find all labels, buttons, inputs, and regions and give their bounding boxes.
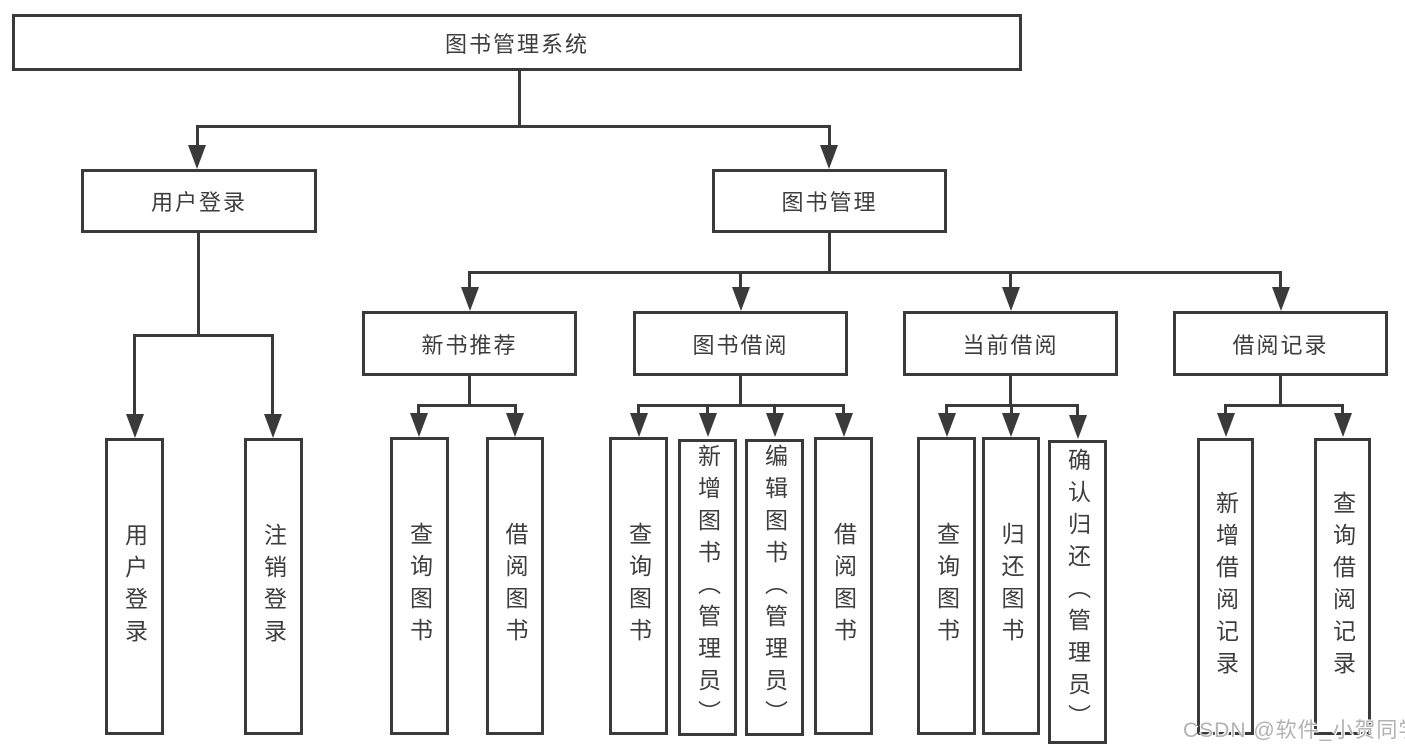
arrow-down-icon xyxy=(820,145,838,169)
arrow-down-icon xyxy=(264,414,282,438)
node-book-borrow: 图书借阅 xyxy=(633,311,848,376)
leaf-borrow-book-recommend: 借阅图书 xyxy=(486,437,544,735)
leaf-label: 借阅图书 xyxy=(830,522,857,650)
arrow-down-icon xyxy=(126,414,144,438)
leaf-user-login: 用户登录 xyxy=(105,438,164,735)
connector-leaf-stub xyxy=(637,404,640,420)
arrow-down-icon xyxy=(506,413,524,437)
leaf-add-borrow-record: 新增借阅记录 xyxy=(1197,438,1254,735)
connector-level3-rail xyxy=(468,271,1282,274)
arrow-down-icon xyxy=(766,413,784,437)
arrow-down-icon xyxy=(732,287,750,311)
connector-module-stub xyxy=(1009,271,1012,291)
node-new-book-recommend-label: 新书推荐 xyxy=(421,332,518,358)
node-book-borrow-label: 图书借阅 xyxy=(692,332,789,358)
arrow-down-icon xyxy=(461,287,479,311)
connector-leaf-stub xyxy=(514,404,517,420)
connector-book-mgmt-drop xyxy=(828,233,831,274)
node-book-management-label: 图书管理 xyxy=(781,190,878,215)
arrow-down-icon xyxy=(1002,413,1020,437)
node-root-label: 图书管理系统 xyxy=(444,31,589,57)
arrow-down-icon xyxy=(938,413,956,437)
connector-root-drop xyxy=(518,71,521,128)
connector-recommend-rail xyxy=(417,404,517,407)
connector-leaf-stub xyxy=(1010,404,1013,420)
node-borrow-record-label: 借阅记录 xyxy=(1232,332,1329,358)
arrow-down-icon xyxy=(1334,413,1352,437)
node-root: 图书管理系统 xyxy=(12,14,1022,71)
leaf-query-borrow-record: 查询借阅记录 xyxy=(1314,438,1371,735)
leaf-label: 新增图书（管理员） xyxy=(694,443,721,732)
connector-leaf-stub xyxy=(1076,404,1079,420)
leaf-borrow-book: 借阅图书 xyxy=(814,437,873,735)
connector-leaf-stub xyxy=(706,404,709,420)
connector-book-mgmt-stub xyxy=(828,125,831,149)
leaf-label: 归还图书 xyxy=(998,522,1024,650)
node-book-management: 图书管理 xyxy=(712,169,947,233)
connector-record-drop xyxy=(1279,376,1282,407)
connector-leaf-stub xyxy=(1341,404,1344,420)
arrow-down-icon xyxy=(835,413,853,437)
leaf-label: 查询图书 xyxy=(625,522,652,650)
leaf-user-login-label: 用户登录 xyxy=(121,522,148,651)
connector-user-login-drop xyxy=(197,233,200,337)
connector-record-rail xyxy=(1224,404,1343,407)
connector-borrow-drop xyxy=(739,376,742,407)
arrow-down-icon xyxy=(699,413,717,437)
leaf-logout: 注销登录 xyxy=(244,438,303,735)
leaf-label: 查询借阅记录 xyxy=(1329,490,1356,683)
leaf-logout-label: 注销登录 xyxy=(260,522,287,651)
node-new-book-recommend: 新书推荐 xyxy=(362,311,577,376)
leaf-label: 新增借阅记录 xyxy=(1212,490,1239,683)
leaf-query-book-borrow: 查询图书 xyxy=(609,437,668,735)
leaf-query-book-current: 查询图书 xyxy=(917,437,976,735)
connector-recommend-drop xyxy=(468,376,471,407)
leaf-label: 编辑图书（管理员） xyxy=(761,443,788,732)
connector-user-login-stub xyxy=(196,125,199,149)
connector-borrow-rail xyxy=(637,404,843,407)
arrow-down-icon xyxy=(1069,415,1087,439)
node-user-login: 用户登录 xyxy=(81,169,317,233)
arrow-down-icon xyxy=(630,413,648,437)
node-current-borrow: 当前借阅 xyxy=(903,311,1118,376)
leaf-query-book-recommend: 查询图书 xyxy=(390,437,449,735)
connector-leaf-stub xyxy=(1224,404,1227,420)
connector-level2-rail xyxy=(196,125,831,128)
connector-user-login-rail xyxy=(133,334,274,337)
leaf-label: 查询图书 xyxy=(406,522,433,650)
connector-leaf-stub xyxy=(945,404,948,420)
connector-module-stub xyxy=(468,271,471,291)
connector-module-stub xyxy=(1279,271,1282,291)
node-current-borrow-label: 当前借阅 xyxy=(962,332,1059,358)
leaf-label: 借阅图书 xyxy=(502,522,528,650)
arrow-down-icon xyxy=(188,145,206,169)
connector-current-drop xyxy=(1009,376,1012,407)
leaf-return-book: 归还图书 xyxy=(982,437,1040,735)
node-user-login-label: 用户登录 xyxy=(150,190,247,215)
connector-leaf-stub xyxy=(417,404,420,420)
connector-leaf-stub xyxy=(271,334,274,416)
node-borrow-record: 借阅记录 xyxy=(1173,311,1388,376)
leaf-label: 查询图书 xyxy=(933,522,960,650)
connector-leaf-stub xyxy=(773,404,776,420)
arrow-down-icon xyxy=(410,413,428,437)
connector-module-stub xyxy=(739,271,742,291)
arrow-down-icon xyxy=(1272,287,1290,311)
arrow-down-icon xyxy=(1217,413,1235,437)
connector-leaf-stub xyxy=(842,404,845,420)
leaf-add-book-admin: 新增图书（管理员） xyxy=(678,439,737,736)
csdn-watermark: CSDN @软件_小贺同学 xyxy=(1183,719,1405,742)
leaf-confirm-return-admin: 确认归还（管理员） xyxy=(1048,440,1107,744)
arrow-down-icon xyxy=(1002,287,1020,311)
connector-leaf-stub xyxy=(133,334,136,416)
leaf-label: 确认归还（管理员） xyxy=(1064,448,1091,736)
leaf-edit-book-admin: 编辑图书（管理员） xyxy=(745,439,804,736)
